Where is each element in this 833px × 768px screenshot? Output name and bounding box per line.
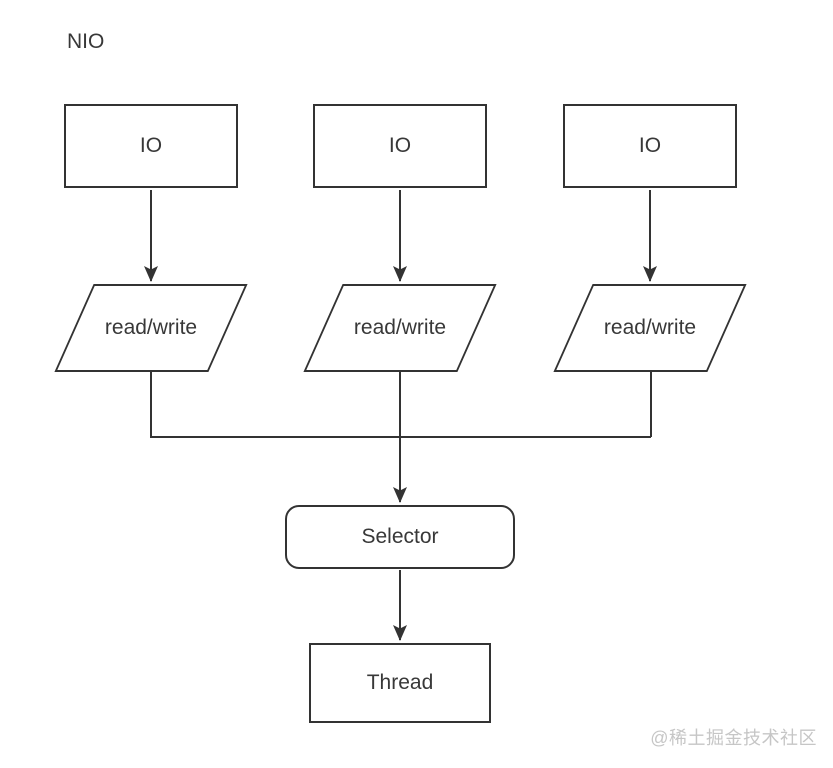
io-node-1-label: IO [139, 134, 163, 157]
io-node-3-label: IO [638, 134, 662, 157]
connector-rw1-merge [150, 372, 651, 438]
thread-node: Thread [309, 643, 491, 723]
io-node-2-label: IO [388, 134, 412, 157]
watermark: @稀土掘金技术社区 [650, 728, 817, 748]
readwrite-node-3: read/write [553, 284, 747, 372]
io-node-3: IO [563, 104, 737, 188]
readwrite-node-1-label: read/write [104, 316, 198, 339]
diagram-title: NIO [67, 30, 105, 53]
readwrite-node-1: read/write [54, 284, 248, 372]
io-node-2: IO [313, 104, 487, 188]
readwrite-node-3-label: read/write [603, 316, 697, 339]
readwrite-node-2-label: read/write [353, 316, 447, 339]
io-node-1: IO [64, 104, 238, 188]
selector-node: Selector [285, 505, 515, 569]
selector-node-label: Selector [361, 525, 439, 548]
readwrite-node-2: read/write [303, 284, 497, 372]
thread-node-label: Thread [366, 671, 434, 694]
